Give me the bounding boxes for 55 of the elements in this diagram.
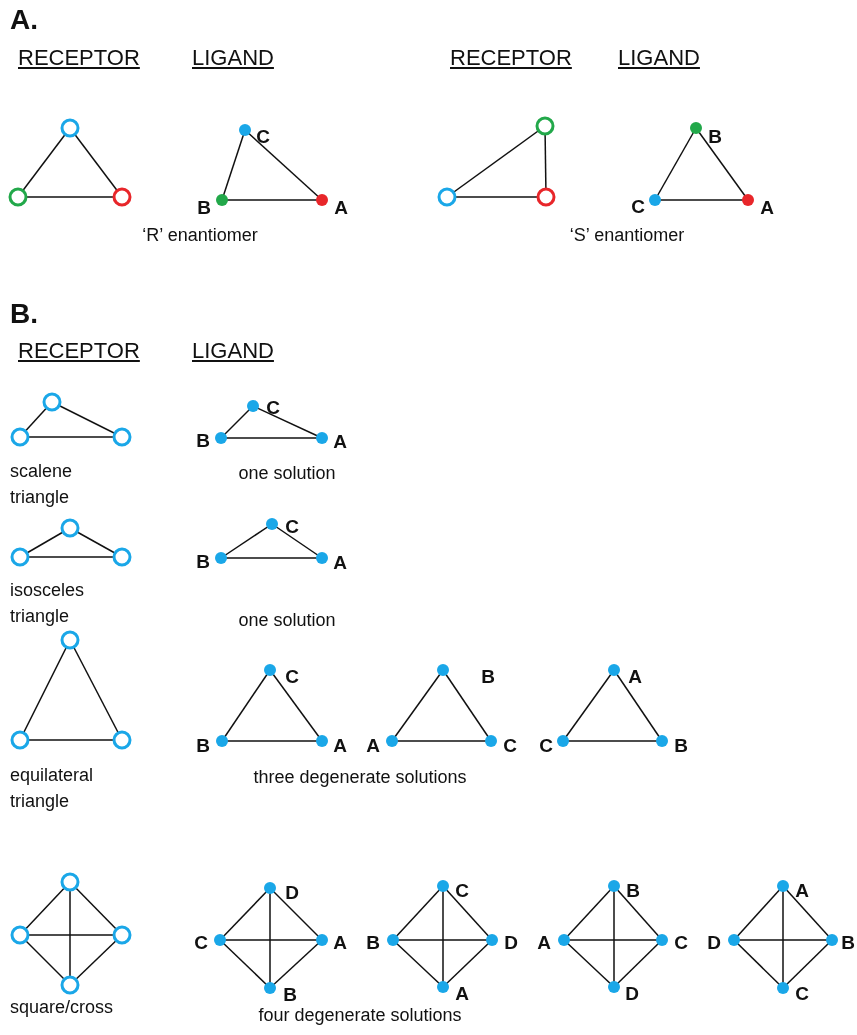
column-heading: LIGAND	[618, 45, 700, 71]
caption: ‘R’ enantiomer	[142, 224, 258, 246]
point-label: B	[841, 932, 855, 954]
caption: square/cross	[10, 996, 115, 1019]
point-label: A	[333, 735, 347, 757]
point-label: C	[539, 735, 553, 757]
point-label: B	[674, 735, 688, 757]
point-label: C	[631, 196, 645, 218]
point-label: D	[625, 983, 639, 1005]
point-label: A	[795, 880, 809, 902]
column-heading: RECEPTOR	[18, 45, 140, 71]
point-label: B	[196, 735, 210, 757]
point-label: B	[366, 932, 380, 954]
point-label: C	[285, 516, 299, 538]
point-label: C	[455, 880, 469, 902]
point-label: A	[333, 932, 347, 954]
point-label: D	[285, 882, 299, 904]
point-label: B	[197, 197, 211, 219]
point-label: A	[333, 552, 347, 574]
column-heading: RECEPTOR	[18, 338, 140, 364]
caption: scalene triangle	[10, 460, 74, 509]
column-heading: LIGAND	[192, 45, 274, 71]
point-label: B	[196, 430, 210, 452]
point-label: A	[366, 735, 380, 757]
caption: three degenerate solutions	[253, 766, 467, 788]
column-heading: RECEPTOR	[450, 45, 572, 71]
caption: equilateral triangle	[10, 764, 95, 813]
caption: one solution	[238, 609, 336, 631]
section-letter: B.	[10, 298, 38, 330]
caption: four degenerate solutions	[258, 1004, 462, 1026]
point-label: C	[285, 666, 299, 688]
point-label: B	[708, 126, 722, 148]
caption: isosceles triangle	[10, 579, 86, 628]
point-label: B	[196, 551, 210, 573]
point-label: D	[504, 932, 518, 954]
point-label: A	[628, 666, 642, 688]
point-label: B	[481, 666, 495, 688]
point-label: A	[537, 932, 551, 954]
point-label: A	[455, 983, 469, 1005]
point-label: A	[333, 431, 347, 453]
point-label: D	[707, 932, 721, 954]
caption: one solution	[238, 462, 336, 484]
point-label: A	[760, 197, 774, 219]
column-heading: LIGAND	[192, 338, 274, 364]
point-label: C	[266, 397, 280, 419]
point-label: A	[334, 197, 348, 219]
point-label: C	[256, 126, 270, 148]
section-letter: A.	[10, 4, 38, 36]
point-label: C	[674, 932, 688, 954]
point-label: B	[283, 984, 297, 1006]
point-label: C	[194, 932, 208, 954]
point-label: C	[503, 735, 517, 757]
caption: ‘S’ enantiomer	[569, 224, 685, 246]
point-label: C	[795, 983, 809, 1005]
point-label: B	[626, 880, 640, 902]
